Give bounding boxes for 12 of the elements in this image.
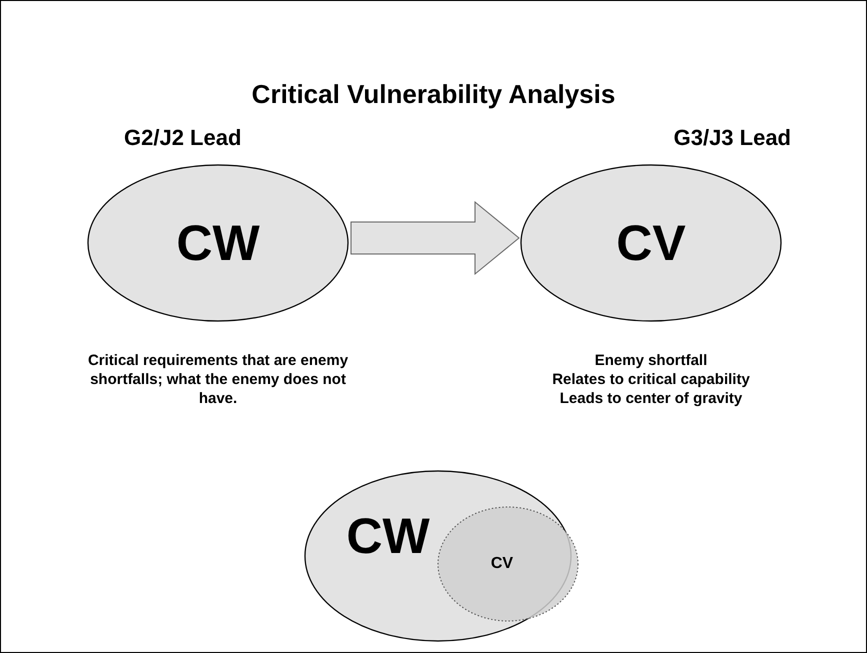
description-text: Leads to center of gravity	[558, 389, 744, 408]
description-text: Enemy shortfall	[594, 351, 708, 370]
block-arrow	[350, 200, 520, 276]
ellipse-label: CV	[490, 556, 514, 572]
ellipse-label: CW	[346, 511, 430, 561]
lead-heading: G2/J2 Lead	[124, 125, 242, 151]
description-text: Critical requirements that are enemy shortfalls; what the enemy does not have.	[86, 351, 350, 408]
ellipse-label: CW	[176, 218, 260, 268]
lead-heading: G3/J3 Lead	[674, 125, 791, 151]
title: Critical Vulnerability Analysis	[250, 79, 616, 110]
ellipse-label: CV	[616, 218, 686, 268]
description-text: Relates to critical capability	[551, 370, 751, 389]
